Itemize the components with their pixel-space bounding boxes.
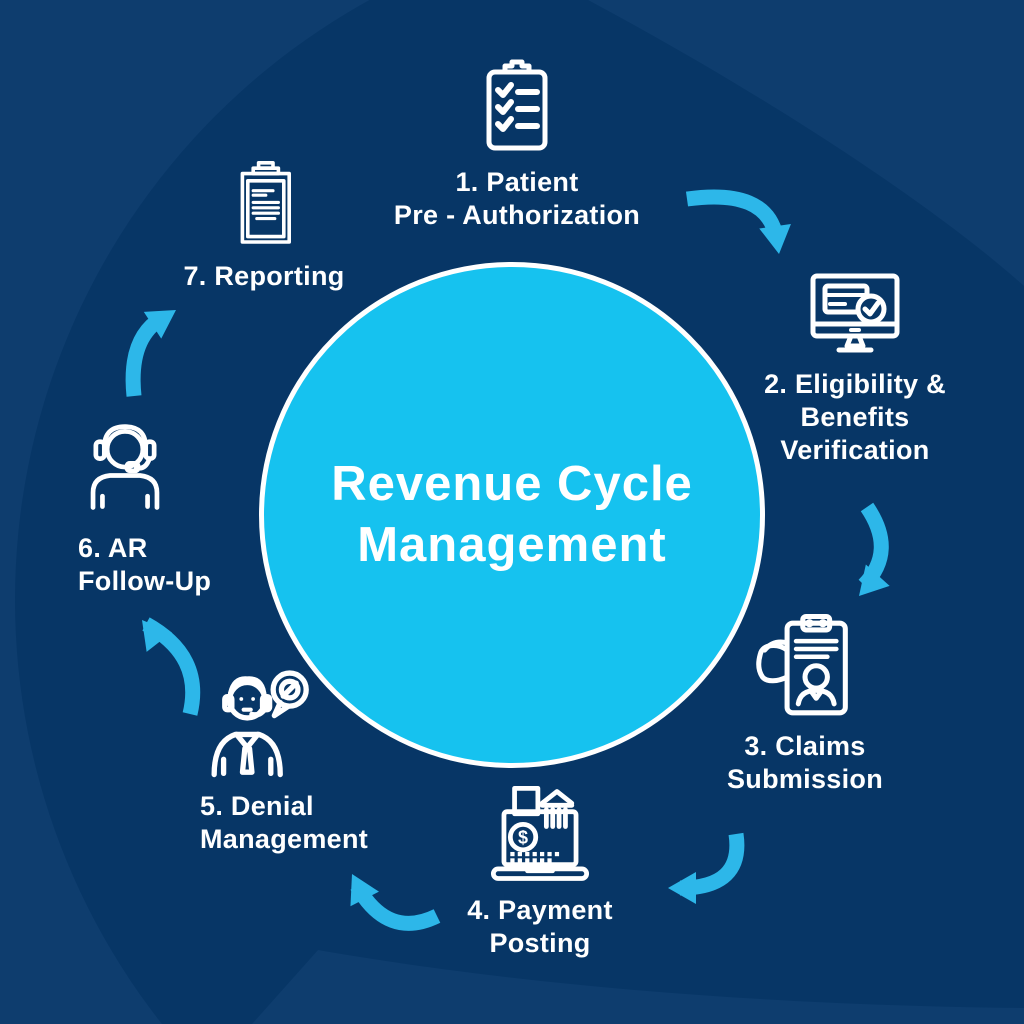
diagram-title-line1: Revenue Cycle: [331, 457, 693, 511]
monitor-verification-icon: [810, 273, 900, 353]
step-4-label: 4. Payment Posting: [467, 895, 613, 958]
step-6-label: 6. AR Follow-Up: [78, 533, 212, 596]
step-6-ar-follow-up: 6. AR Follow-Up: [78, 418, 298, 598]
laptop-payment-icon: $: [490, 785, 590, 881]
arrow-step1-to-step2-icon: [685, 189, 784, 238]
step-7-label: 7. Reporting: [183, 261, 345, 291]
svg-text:$: $: [518, 827, 528, 847]
step-4-payment-posting: $ 4. Payment Posting: [390, 782, 690, 960]
diagram-title-line2: Management: [357, 518, 667, 572]
step-2-label: 2. Eligibility & Benefits Verification: [764, 369, 946, 465]
step-3-label: 3. Claims Submission: [726, 731, 884, 794]
denial-agent-icon: [211, 670, 309, 778]
step-7-reporting: 7. Reporting: [158, 160, 370, 293]
checklist-clipboard-icon: [486, 59, 548, 151]
diagram-title: Revenue Cycle Management: [331, 454, 693, 576]
step-2-eligibility-benefits-verification: 2. Eligibility & Benefits Verification: [715, 262, 995, 467]
step-5-label: 5. Denial Management: [200, 791, 369, 854]
step-1-patient-pre-authorization: 1. Patient Pre - Authorization: [357, 58, 677, 232]
hand-claim-card-icon: [756, 613, 848, 716]
step-5-denial-management: 5. Denial Management: [200, 666, 460, 856]
report-clipboard-icon: [240, 161, 291, 244]
step-1-label: 1. Patient Pre - Authorization: [393, 167, 641, 230]
headset-agent-icon: [90, 424, 160, 510]
center-circle: Revenue Cycle Management: [259, 262, 765, 768]
step-3-claims-submission: 3. Claims Submission: [665, 612, 945, 796]
